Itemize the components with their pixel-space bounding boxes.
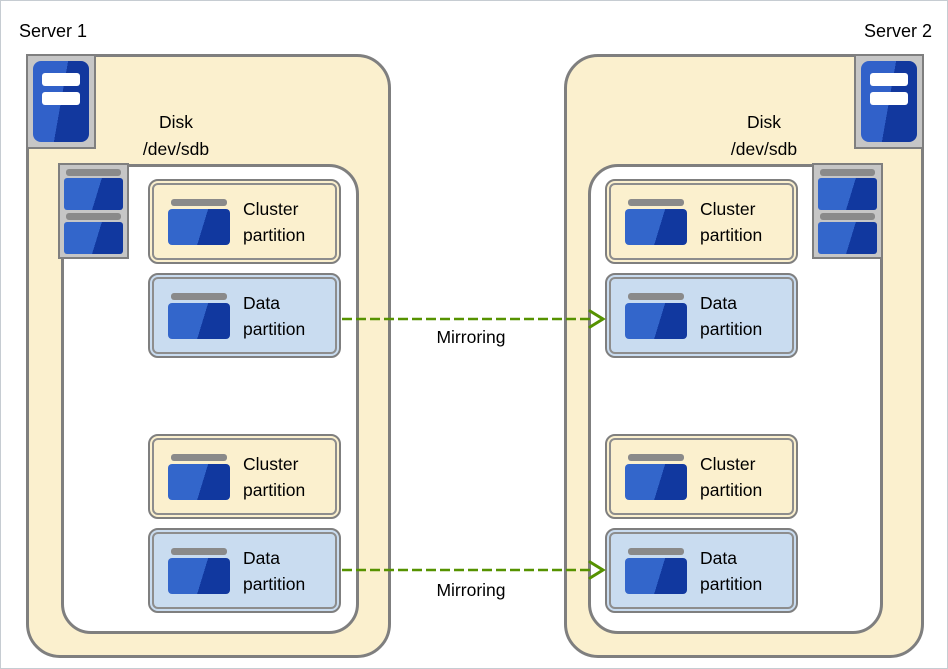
disk-label-line2: /dev/sdb [730, 139, 798, 159]
disk-body [64, 222, 123, 254]
server-tower-face [861, 61, 917, 142]
mirroring-label-1: Mirroring [436, 327, 506, 347]
disk-body [818, 178, 877, 210]
partition-label-line2: partition [243, 479, 306, 500]
partition-disk-icon [625, 453, 687, 500]
tower-slot [870, 92, 908, 105]
partition-disk-icon [168, 453, 230, 500]
partition-label-line1: Cluster [700, 198, 756, 219]
partition-label-line1: Cluster [243, 453, 299, 474]
disk-platter-bar [66, 169, 121, 176]
partition-box: Cluster partition [609, 183, 794, 260]
server2-cluster-partition-1: Cluster partition [605, 179, 798, 264]
partition-box: Data partition [152, 277, 337, 354]
server1-tower-icon [26, 54, 96, 149]
server2-label: Server 2 [863, 21, 932, 41]
server2-data-partition-1: Data partition [605, 273, 798, 358]
partition-box: Data partition [609, 277, 794, 354]
server2-disk-stack-icon [812, 163, 883, 259]
disk-label-line2: /dev/sdb [142, 139, 210, 159]
partition-disk-icon [625, 547, 687, 594]
partition-box: Cluster partition [152, 183, 337, 260]
partition-label: Data partition [700, 545, 762, 597]
server1-disk-stack-icon [58, 163, 129, 259]
partition-label: Cluster partition [243, 196, 305, 248]
partition-disk-icon [168, 547, 230, 594]
partition-box: Data partition [152, 532, 337, 609]
tower-slot [870, 73, 908, 86]
partition-label-line1: Cluster [700, 453, 756, 474]
server2-data-partition-2: Data partition [605, 528, 798, 613]
mirroring-label-2: Mirroring [436, 580, 506, 600]
partition-label: Data partition [243, 545, 305, 597]
partition-disk-icon [625, 198, 687, 245]
server1-data-partition-2: Data partition [148, 528, 341, 613]
server1-disk-label: Disk /dev/sdb [96, 109, 256, 163]
disk-label-line1: Disk [746, 112, 782, 132]
server-tower-face [33, 61, 89, 142]
disk-body [818, 222, 877, 254]
server2-cluster-partition-2: Cluster partition [605, 434, 798, 519]
partition-label: Cluster partition [243, 451, 305, 503]
partition-label-line2: partition [700, 318, 763, 339]
partition-label-line1: Data [700, 547, 737, 568]
disk-body [64, 178, 123, 210]
server2-disk-label: Disk /dev/sdb [684, 109, 844, 163]
partition-label-line2: partition [700, 224, 763, 245]
server1-cluster-partition-2: Cluster partition [148, 434, 341, 519]
partition-label: Cluster partition [700, 196, 762, 248]
server1-label: Server 1 [19, 21, 88, 41]
partition-label-line2: partition [243, 318, 306, 339]
partition-label: Cluster partition [700, 451, 762, 503]
disk-platter-bar [66, 213, 121, 220]
partition-box: Data partition [609, 532, 794, 609]
partition-label-line2: partition [243, 224, 306, 245]
disk-platter-bar [820, 213, 875, 220]
server2-tower-icon [854, 54, 924, 149]
tower-slot [42, 92, 80, 105]
partition-label-line1: Cluster [243, 198, 299, 219]
disk-label-line1: Disk [158, 112, 194, 132]
partition-label-line1: Data [243, 292, 280, 313]
server1-data-partition-1: Data partition [148, 273, 341, 358]
partition-box: Cluster partition [152, 438, 337, 515]
partition-disk-icon [168, 292, 230, 339]
partition-label-line2: partition [700, 573, 763, 594]
partition-disk-icon [625, 292, 687, 339]
tower-slot [42, 73, 80, 86]
partition-label: Data partition [700, 290, 762, 342]
partition-label-line1: Data [700, 292, 737, 313]
partition-label-line1: Data [243, 547, 280, 568]
partition-box: Cluster partition [609, 438, 794, 515]
partition-label-line2: partition [243, 573, 306, 594]
partition-label: Data partition [243, 290, 305, 342]
disk-platter-bar [820, 169, 875, 176]
partition-disk-icon [168, 198, 230, 245]
server1-cluster-partition-1: Cluster partition [148, 179, 341, 264]
partition-label-line2: partition [700, 479, 763, 500]
